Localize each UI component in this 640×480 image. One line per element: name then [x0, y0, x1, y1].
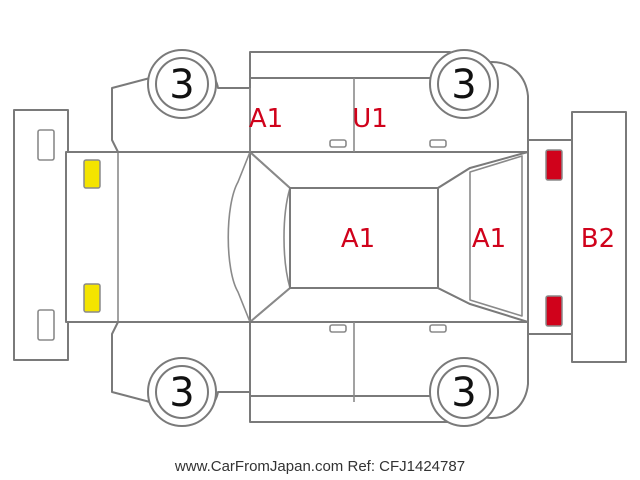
wheel-front-left: 3 — [147, 49, 217, 119]
wheel-rear-right: 3 — [429, 357, 499, 427]
front-bumper — [13, 109, 69, 361]
wheel-front-right-grade: 3 — [451, 62, 476, 108]
damage-code-rear-window: A1 — [472, 224, 506, 254]
side-profile-top — [111, 51, 529, 153]
rear-lamp-bottom — [545, 295, 563, 327]
front-lamp-right — [83, 283, 101, 313]
rear-lamp-top — [545, 149, 563, 181]
footer-website: www.CarFromJapan.com — [174, 458, 344, 475]
front-lamp-left — [83, 159, 101, 189]
wheel-front-right: 3 — [429, 49, 499, 119]
rear-bumper — [527, 111, 627, 363]
damage-code-rear-bumper: B2 — [581, 224, 615, 254]
wheel-rear-left-grade: 3 — [169, 370, 194, 416]
car-body-top-view — [65, 151, 543, 323]
footer-ref: Ref: CFJ1424787 — [347, 458, 466, 475]
damage-code-front-door: A1 — [249, 104, 283, 134]
wheel-front-left-grade: 3 — [169, 62, 194, 108]
damage-code-roof: A1 — [341, 224, 375, 254]
wheel-rear-left: 3 — [147, 357, 217, 427]
footer-watermark: www.CarFromJapan.com Ref: CFJ1424787 — [0, 458, 640, 475]
damage-code-rear-door: U1 — [352, 104, 388, 134]
wheel-rear-right-grade: 3 — [451, 370, 476, 416]
